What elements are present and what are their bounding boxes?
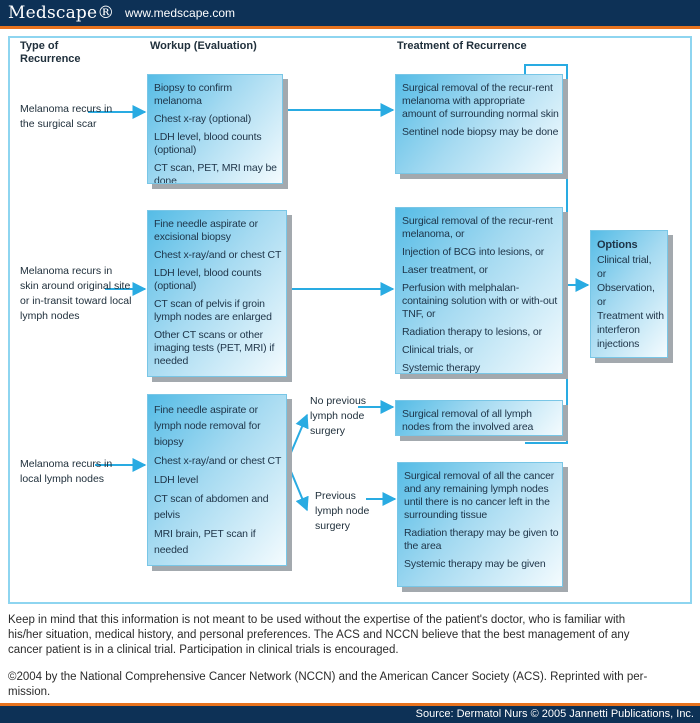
workup-item: LDH level, blood counts (optional) bbox=[154, 267, 262, 292]
workup-item: CT scan, PET, MRI may be done bbox=[154, 162, 277, 184]
treatment-item: Surgical removal of the recur-rent melan… bbox=[402, 82, 559, 120]
copyright-paragraph: ©2004 by the National Comprehensive Canc… bbox=[8, 670, 696, 700]
workup-item: Chest x-ray (optional) bbox=[154, 113, 252, 125]
options-box-title: Options bbox=[597, 239, 638, 251]
workup-item: Biopsy to confirm melanoma bbox=[154, 82, 232, 107]
treatment-item: Systemic therapy bbox=[402, 362, 481, 374]
disclaimer-line: Keep in mind that this information is no… bbox=[8, 614, 626, 626]
treatment-item: Surgical removal of all the cancer and a… bbox=[404, 470, 555, 521]
flowchart-panel: Type of Recurrence Workup (Evaluation) T… bbox=[8, 36, 692, 604]
row3-label: Melanoma recurs in local lymph nodes bbox=[20, 458, 113, 485]
branch-label-no-previous-surgery: No previous lymph node surgery bbox=[310, 395, 367, 437]
workup-item: Fine needle aspirate or lymph node remov… bbox=[154, 404, 261, 448]
workup-box-row3: Fine needle aspirate or lymph node remov… bbox=[147, 394, 287, 566]
bottom-orange-rule bbox=[0, 703, 700, 706]
workup-item: CT scan of pelvis if groin lymph nodes a… bbox=[154, 298, 272, 323]
options-line: Observation, bbox=[597, 282, 655, 294]
workup-item: Chest x-ray/and or chest CT bbox=[154, 455, 282, 467]
source-text: Source: Dermatol Nurs © 2005 Jannetti Pu… bbox=[415, 708, 694, 720]
options-line: Treatment with bbox=[597, 310, 664, 322]
treatment-item: Radiation therapy to lesions, or bbox=[402, 326, 542, 338]
site-url-link[interactable]: www.medscape.com bbox=[125, 6, 236, 20]
workup-item: Chest x-ray/and or chest CT bbox=[154, 249, 282, 261]
treatment-item: Clinical trials, or bbox=[402, 344, 474, 356]
disclaimer-line: cancer patient is in a clinical trial. P… bbox=[8, 644, 399, 656]
medscape-logo[interactable]: Medscape® bbox=[8, 3, 115, 23]
copyright-line: ©2004 by the National Comprehensive Canc… bbox=[8, 671, 648, 683]
top-orange-rule bbox=[0, 26, 700, 29]
row2-label: Melanoma recurs in skin around original … bbox=[20, 265, 132, 322]
treatment-box-row1: Surgical removal of the recur-rent melan… bbox=[395, 74, 563, 174]
treatment-box-row2: Surgical removal of the recur-rent melan… bbox=[395, 207, 563, 374]
treatment-item: Surgical removal of all lymph nodes from… bbox=[402, 408, 534, 433]
options-line: interferon bbox=[597, 324, 640, 336]
workup-item: LDH level, blood counts (optional) bbox=[154, 131, 262, 156]
workup-item: MRI brain, PET scan if needed bbox=[154, 528, 256, 556]
workup-item: CT scan of abdomen and pelvis bbox=[154, 493, 269, 521]
branch-label-previous-surgery: Previous lymph node surgery bbox=[315, 490, 370, 532]
top-navigation-bar: Medscape® www.medscape.com bbox=[0, 0, 700, 26]
column-header-type-of-recurrence: Type of Recurrence bbox=[20, 40, 81, 65]
treatment-item: Injection of BCG into lesions, or bbox=[402, 246, 545, 258]
treatment-item: Sentinel node biopsy may be done bbox=[402, 126, 559, 138]
column-header-treatment: Treatment of Recurrence bbox=[397, 40, 527, 52]
treatment-box-previous-surgery: Surgical removal of all the cancer and a… bbox=[397, 462, 563, 587]
treatment-item: Surgical removal of the recur-rent melan… bbox=[402, 215, 553, 240]
arrow-branch-down-previous bbox=[286, 461, 309, 512]
treatment-item: Radiation therapy may be given to the ar… bbox=[404, 527, 559, 552]
treatment-box-no-previous-surgery: Surgical removal of all lymph nodes from… bbox=[395, 400, 563, 436]
treatment-item: Laser treatment, or bbox=[402, 264, 488, 276]
source-bar: Source: Dermatol Nurs © 2005 Jannetti Pu… bbox=[0, 706, 700, 723]
options-line: or bbox=[597, 296, 607, 308]
disclaimer-paragraph: Keep in mind that this information is no… bbox=[8, 613, 696, 658]
row1-label: Melanoma recurs in the surgical scar bbox=[20, 103, 113, 130]
options-line: Clinical trial, bbox=[597, 254, 652, 266]
arrow-branch-up-no-previous bbox=[286, 413, 309, 463]
options-line: injections bbox=[597, 338, 640, 350]
workup-item: Other CT scans or other imaging tests (P… bbox=[154, 329, 275, 367]
treatment-item: Perfusion with melphalan-containing solu… bbox=[402, 282, 558, 320]
options-line: or bbox=[597, 268, 607, 280]
copyright-line: mission. bbox=[8, 686, 51, 698]
disclaimer-line: his/her situation, medical history, and … bbox=[8, 629, 630, 641]
workup-item: LDH level bbox=[154, 474, 199, 486]
column-header-workup: Workup (Evaluation) bbox=[150, 40, 257, 52]
workup-item: Fine needle aspirate or excisional biops… bbox=[154, 218, 258, 243]
workup-box-row2: Fine needle aspirate or excisional biops… bbox=[147, 210, 287, 377]
treatment-item: Systemic therapy may be given bbox=[404, 558, 546, 570]
